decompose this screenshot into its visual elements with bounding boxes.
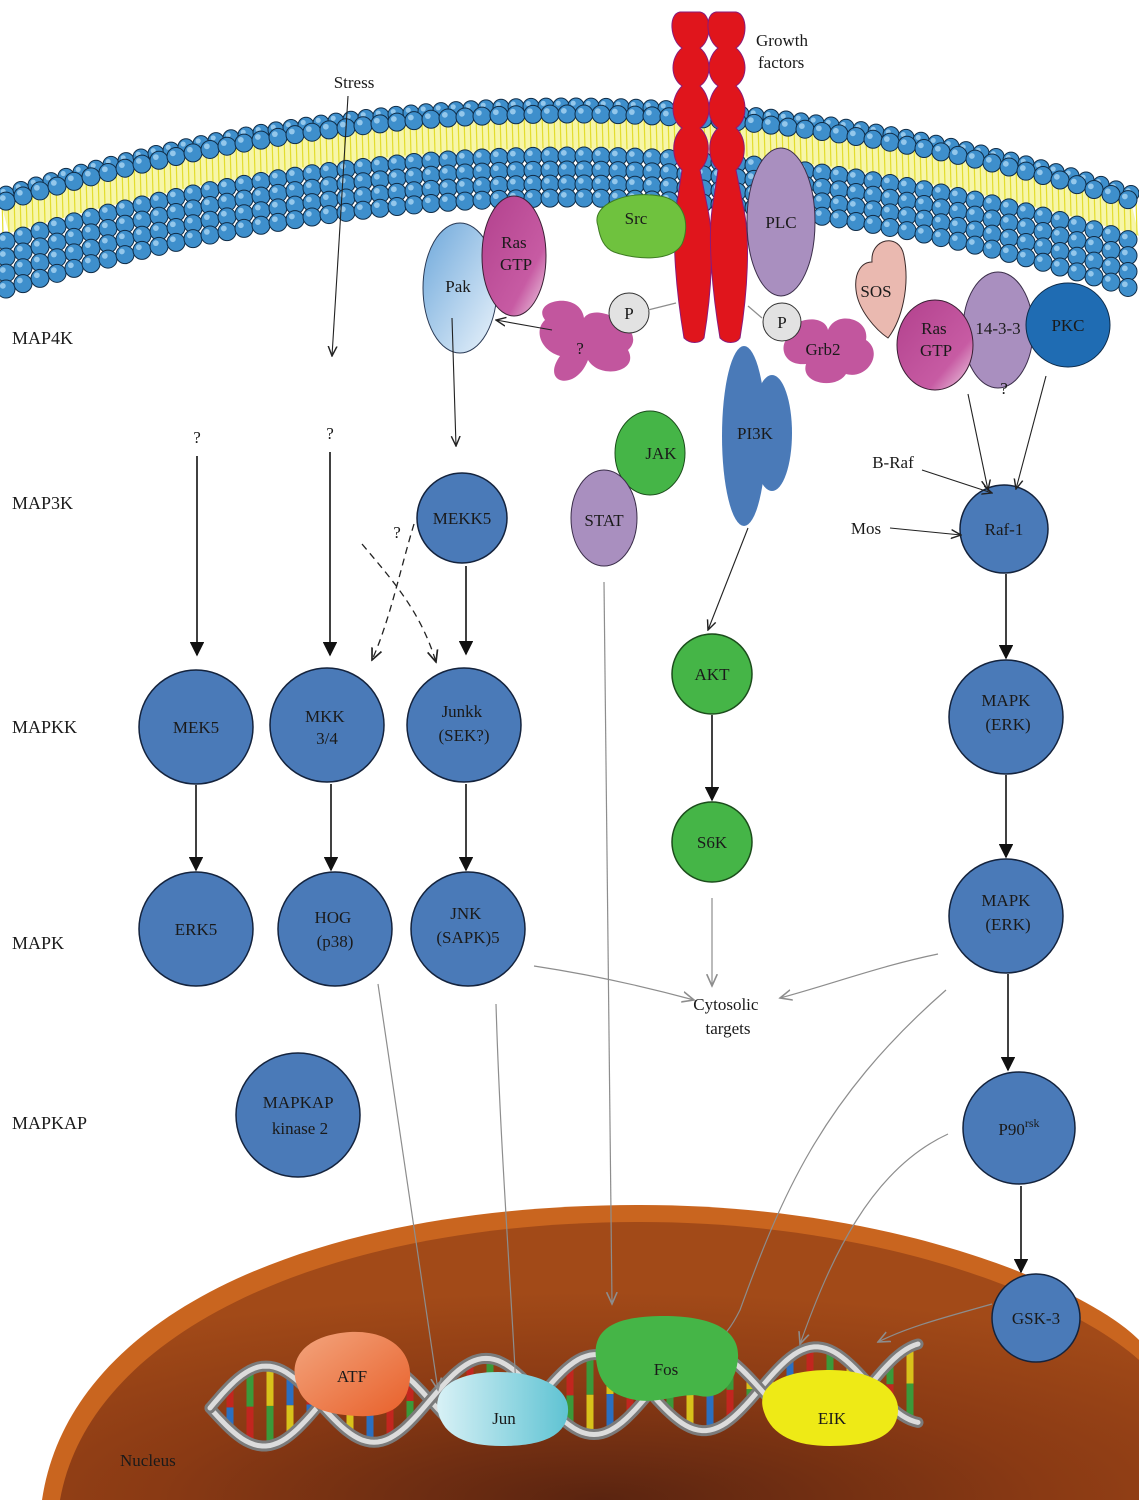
receptor-right-chain — [707, 11, 748, 343]
erk5-node: ERK5 — [138, 871, 254, 987]
pi3k-label: PI3K — [737, 424, 774, 443]
junkk-node: Junkk (SEK?) — [406, 667, 522, 783]
ras-gtp-left: Ras GTP — [481, 195, 547, 317]
cell-membrane — [0, 97, 1139, 299]
question-mark-raf-path: ? — [1000, 379, 1008, 398]
receptor-left-chain — [671, 11, 712, 343]
mapkap-kinase2-label: MAPKAP kinase 2 — [263, 1093, 337, 1138]
atf-label: ATF — [337, 1367, 367, 1386]
eik-label: EIK — [818, 1409, 847, 1428]
hog-p38-node: HOG (p38) — [277, 871, 393, 987]
mkk34-node: MKK 3/4 — [269, 667, 385, 783]
akt-node: AKT — [671, 633, 753, 715]
ras-gtp-right: Ras GTP — [896, 299, 974, 391]
src-protein: Src — [596, 194, 687, 259]
tier-label-mapk: MAPK — [12, 933, 64, 953]
jun-label: Jun — [492, 1409, 516, 1428]
pkc-protein: PKC — [1025, 282, 1111, 368]
jnk-sapk-node: JNK (SAPK)5 — [410, 871, 526, 987]
junkk-label: Junkk (SEK?) — [439, 702, 490, 745]
tier-label-map3k: MAP3K — [12, 493, 73, 513]
raf1-label: Raf-1 — [985, 520, 1024, 539]
protein-14-3-3: 14-3-3 — [962, 271, 1034, 389]
pak-protein: Pak — [422, 222, 498, 354]
growth-factors-label: Growth factors — [756, 31, 812, 72]
question-mark-mek5-path: ? — [193, 428, 201, 447]
phospho-site-left: P — [608, 292, 650, 334]
pkc-label: PKC — [1051, 316, 1084, 335]
mek5-node: MEK5 — [138, 669, 254, 785]
mos-label: Mos — [851, 519, 881, 538]
tier-label-mapkap: MAPKAP — [12, 1113, 87, 1133]
unknown-adaptor-protein: ? — [539, 300, 634, 381]
atf-factor: ATF — [294, 1331, 411, 1417]
plc-label: PLC — [765, 213, 796, 232]
b-raf-label: B-Raf — [872, 453, 914, 472]
src-label: Src — [625, 209, 648, 228]
s6k-label: S6K — [697, 833, 728, 852]
jak-label: JAK — [645, 444, 677, 463]
akt-label: AKT — [695, 665, 731, 684]
gsk3-label: GSK-3 — [1012, 1309, 1060, 1328]
sos-label: SOS — [860, 282, 891, 301]
protein-14-3-3-label: 14-3-3 — [975, 319, 1020, 338]
mapk-erk-upper-node: MAPK (ERK) — [948, 659, 1064, 775]
mapk-erk-lower-node: MAPK (ERK) — [948, 858, 1064, 974]
jak-protein: JAK — [614, 410, 686, 496]
fos-label: Fos — [654, 1360, 679, 1379]
hog-p38-label: HOG (p38) — [314, 908, 355, 951]
eik-factor: EIK — [762, 1370, 899, 1446]
ras-gtp-left-label: Ras GTP — [500, 233, 532, 274]
jnk-sapk-label: JNK (SAPK)5 — [436, 904, 499, 947]
raf1-node: Raf-1 — [959, 484, 1049, 574]
tier-label-map4k: MAP4K — [12, 328, 73, 348]
gsk3-node: GSK-3 — [991, 1273, 1081, 1363]
cytosolic-targets-label: Cytosolic targets — [693, 995, 762, 1038]
mapk-erk-upper-label: MAPK (ERK) — [981, 691, 1034, 734]
p90rsk-node: P90rsk — [962, 1071, 1076, 1185]
stress-label: Stress — [334, 73, 375, 92]
unknown-adaptor-label: ? — [576, 339, 584, 358]
p90rsk-label: P90rsk — [998, 1116, 1039, 1139]
question-mark-crossover: ? — [393, 523, 401, 542]
ras-gtp-right-label: Ras GTP — [920, 319, 952, 360]
grb2-protein: Grb2 — [783, 318, 874, 384]
phospho-right-label: P — [777, 313, 786, 332]
erk5-label: ERK5 — [175, 920, 218, 939]
mekk5-label: MEKK5 — [433, 509, 492, 528]
sos-protein: SOS — [855, 240, 907, 339]
nucleus-label: Nucleus — [120, 1451, 176, 1470]
plc-protein: PLC — [746, 147, 816, 297]
phospho-left-label: P — [624, 304, 633, 323]
mekk5-node: MEKK5 — [416, 472, 508, 564]
mek5-label: MEK5 — [173, 718, 219, 737]
stat-protein: STAT — [570, 469, 638, 567]
stat-label: STAT — [584, 511, 624, 530]
fos-factor: Fos — [595, 1316, 739, 1401]
s6k-node: S6K — [671, 801, 753, 883]
growth-factor-receptor — [671, 11, 748, 343]
arrows — [188, 95, 1047, 1390]
growth-factors-line-2: factors — [758, 53, 804, 72]
phospho-site-right: P — [762, 302, 802, 342]
mapkap-kinase2-node: MAPKAP kinase 2 — [235, 1052, 361, 1178]
pak-label: Pak — [445, 277, 471, 296]
mkk34-label: MKK 3/4 — [305, 707, 349, 748]
grb2-label: Grb2 — [806, 340, 841, 359]
tier-label-mapkk: MAPKK — [12, 717, 77, 737]
jun-factor: Jun — [437, 1372, 569, 1446]
pi3k-protein: PI3K — [722, 346, 792, 526]
question-mark-mkk-path: ? — [326, 424, 334, 443]
mapk-erk-lower-label: MAPK (ERK) — [981, 891, 1034, 934]
growth-factors-line-1: Growth — [756, 31, 808, 50]
